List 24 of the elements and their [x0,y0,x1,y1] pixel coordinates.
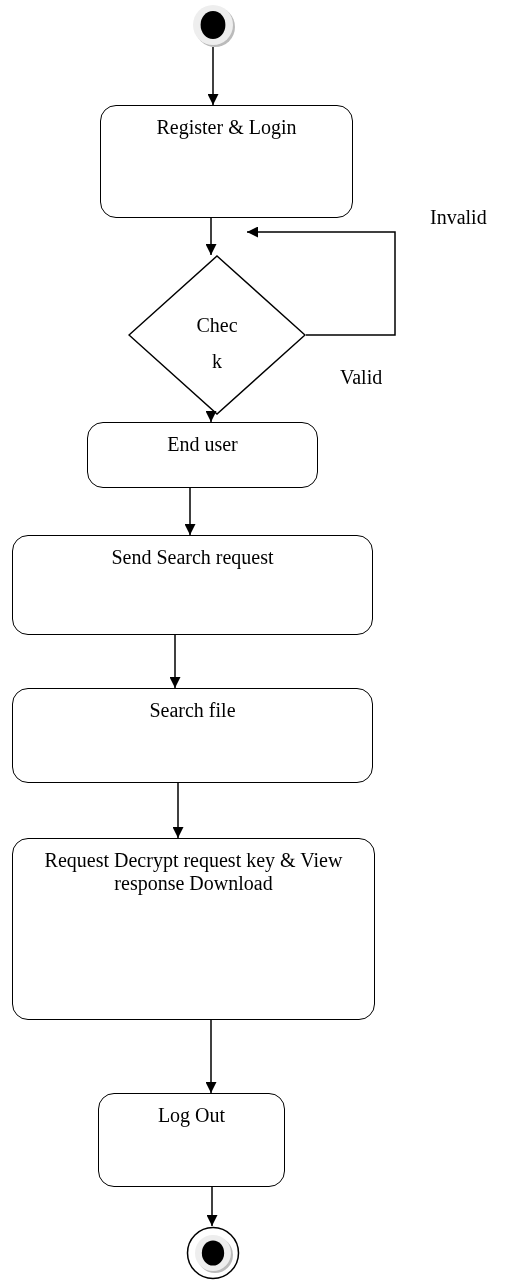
arrow [207,46,219,106]
activity-label: End user [167,433,238,456]
activity-box [12,535,373,635]
arrow [205,1019,217,1094]
activity-box [87,422,318,488]
arrow [184,487,196,536]
activity-label: Log Out [157,1104,226,1127]
arrow [205,411,217,423]
arrow [205,217,217,256]
activity-box [98,1093,285,1187]
activity-label: Send Search request [111,546,274,569]
activity-label: Register & Login [156,116,297,139]
arrow [246,226,396,336]
activity-box [12,688,373,783]
branch-label: Valid [340,366,383,389]
activity-label: Request Decrypt request key & View response Download [43,849,344,895]
activity-box [100,105,353,218]
arrow [169,634,181,689]
activity-label: Search file [149,699,236,722]
branch-label: Invalid [430,206,487,229]
decision-label: Check [195,313,239,374]
arrow [206,1186,218,1227]
activity-box [12,838,375,1020]
arrow [172,782,184,839]
